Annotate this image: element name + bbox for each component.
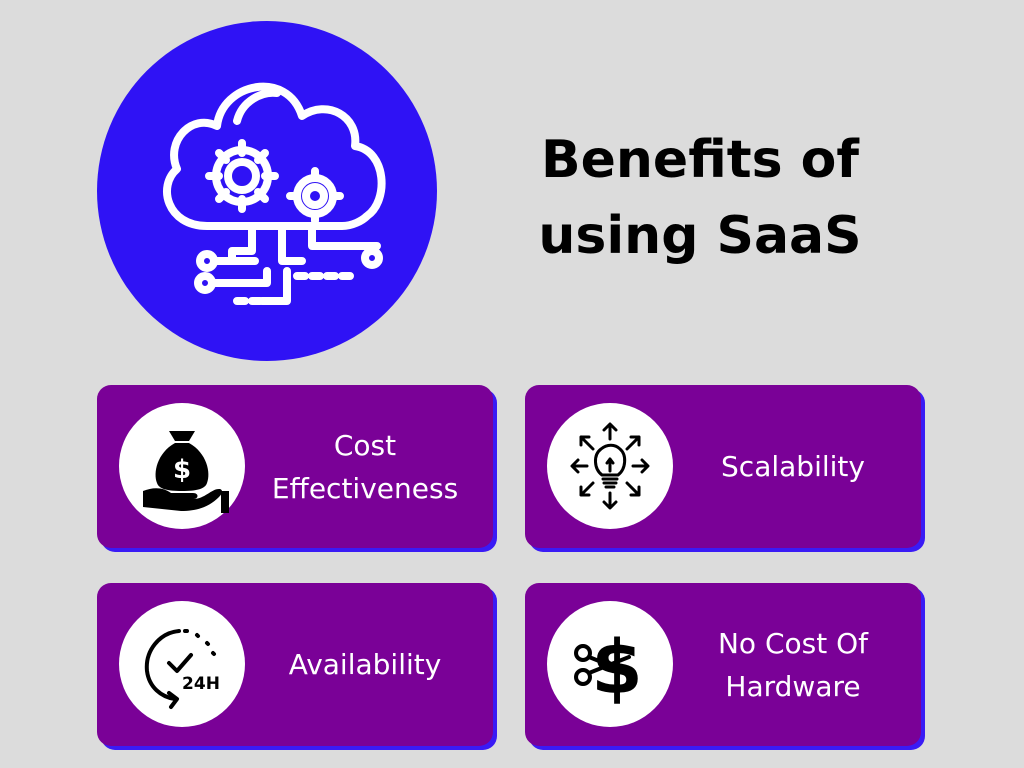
benefit-card-scalability: Scalability (525, 385, 921, 548)
benefit-card-no-cost-of-hardware: $ No Cost Of Hardware (525, 583, 921, 746)
svg-text:$: $ (173, 455, 191, 485)
title-line-2: using SaaS (538, 206, 862, 266)
dollar-scissors-icon: $ (574, 625, 643, 711)
hero-circle (97, 21, 437, 361)
cloud-gears-circuit-icon (163, 82, 386, 305)
card-label-line-2: Hardware (725, 669, 861, 703)
title-line-1: Benefits of (541, 130, 859, 190)
page-title: Benefits of using SaaS (500, 122, 900, 274)
icon-circle: 24H (119, 601, 245, 727)
card-label-line-1: Availability (288, 648, 442, 681)
card-label: Scalability (675, 385, 911, 548)
card-label-line-1: Cost (333, 428, 397, 462)
icon-circle (547, 403, 673, 529)
card-label: No Cost Of Hardware (675, 583, 911, 746)
card-label: Cost Effectiveness (247, 385, 483, 548)
card-label-line-1: No Cost Of (717, 626, 869, 660)
icon-circle: $ (547, 601, 673, 727)
benefit-card-cost-effectiveness: $ Cost Effectiveness (97, 385, 493, 548)
card-label-line-2: Effectiveness (271, 471, 459, 505)
icon-circle: $ (119, 403, 245, 529)
lightbulb-arrows-icon (570, 422, 650, 510)
clock-24h-icon: 24H (144, 629, 220, 709)
card-label: Availability (247, 583, 483, 746)
money-bag-hand-icon: $ (143, 431, 229, 513)
card-label-line-1: Scalability (721, 450, 865, 483)
svg-text:24H: 24H (182, 674, 220, 694)
benefit-card-availability: 24H Availability (97, 583, 493, 746)
